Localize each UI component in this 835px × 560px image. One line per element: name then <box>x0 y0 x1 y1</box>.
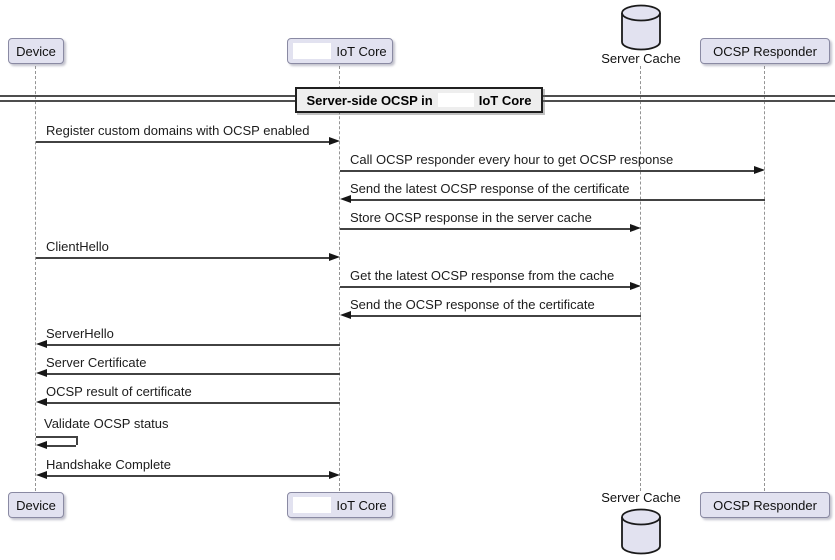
self-message-line-right <box>76 436 78 445</box>
lifeline-device <box>35 66 36 491</box>
logo-placeholder-icon <box>293 497 332 513</box>
message-line <box>45 475 331 477</box>
message-line <box>349 199 765 201</box>
participant-box-ocsp-responder-top: OCSP Responder <box>700 38 830 64</box>
arrowhead-left-icon <box>36 471 47 479</box>
participant-label: Device <box>16 497 56 513</box>
lifeline-iot-core <box>339 66 340 491</box>
message-label: ClientHello <box>46 239 109 254</box>
diagram-title: Server-side OCSP in IoT Core <box>295 87 543 113</box>
message-line <box>340 170 756 172</box>
message-label: Server Certificate <box>46 355 147 370</box>
database-icon-server-cache-top <box>619 4 663 52</box>
message-line <box>45 402 340 404</box>
participant-label: IoT Core <box>336 43 387 59</box>
message-label: Register custom domains with OCSP enable… <box>46 123 310 138</box>
self-message-line-top <box>36 436 76 438</box>
arrowhead-right-icon <box>754 166 765 174</box>
arrowhead-left-icon <box>340 311 351 319</box>
lifeline-server-cache <box>640 66 641 491</box>
title-suffix: IoT Core <box>478 92 532 108</box>
message-label: ServerHello <box>46 326 114 341</box>
lifeline-ocsp-responder <box>764 66 765 491</box>
participant-label: IoT Core <box>336 497 387 513</box>
arrowhead-left-icon <box>36 340 47 348</box>
participant-label: OCSP Responder <box>713 497 817 513</box>
message-label: Send the latest OCSP response of the cer… <box>350 181 630 196</box>
participant-box-device-bottom: Device <box>8 492 64 518</box>
message-line <box>36 141 331 143</box>
participant-label-server-cache-bottom: Server Cache <box>601 490 681 505</box>
participant-label: Device <box>16 43 56 59</box>
arrowhead-right-icon <box>630 282 641 290</box>
participant-box-ocsp-responder-bottom: OCSP Responder <box>700 492 830 518</box>
arrowhead-right-icon <box>630 224 641 232</box>
message-label: Handshake Complete <box>46 457 172 472</box>
arrowhead-right-icon <box>329 253 340 261</box>
arrowhead-right-icon <box>329 137 340 145</box>
arrowhead-left-icon <box>36 369 47 377</box>
message-line <box>36 257 331 259</box>
message-line <box>340 286 632 288</box>
message-label: Store OCSP response in the server cache <box>350 210 592 225</box>
participant-box-iot-core-bottom: IoT Core <box>287 492 393 518</box>
title-prefix: Server-side OCSP in <box>306 92 433 108</box>
arrowhead-right-icon <box>329 471 340 479</box>
message-line <box>340 228 632 230</box>
message-label: OCSP result of certificate <box>46 384 192 399</box>
arrowhead-left-icon <box>340 195 351 203</box>
message-line <box>349 315 641 317</box>
message-label: Get the latest OCSP response from the ca… <box>350 268 615 283</box>
message-line <box>45 344 340 346</box>
logo-placeholder-icon <box>293 43 332 59</box>
participant-label: OCSP Responder <box>713 43 817 59</box>
arrowhead-left-icon <box>36 398 47 406</box>
logo-placeholder-icon <box>437 93 474 107</box>
participant-box-device-top: Device <box>8 38 64 64</box>
message-label: Send the OCSP response of the certificat… <box>350 297 595 312</box>
message-label: Validate OCSP status <box>44 416 169 431</box>
message-line <box>45 373 340 375</box>
self-message-line-bottom <box>45 445 76 447</box>
arrowhead-left-icon <box>36 441 47 449</box>
participant-label-server-cache-top: Server Cache <box>601 51 681 66</box>
participant-box-iot-core-top: IoT Core <box>287 38 393 64</box>
message-label: Call OCSP responder every hour to get OC… <box>350 152 674 167</box>
database-icon-server-cache-bottom <box>619 508 663 556</box>
